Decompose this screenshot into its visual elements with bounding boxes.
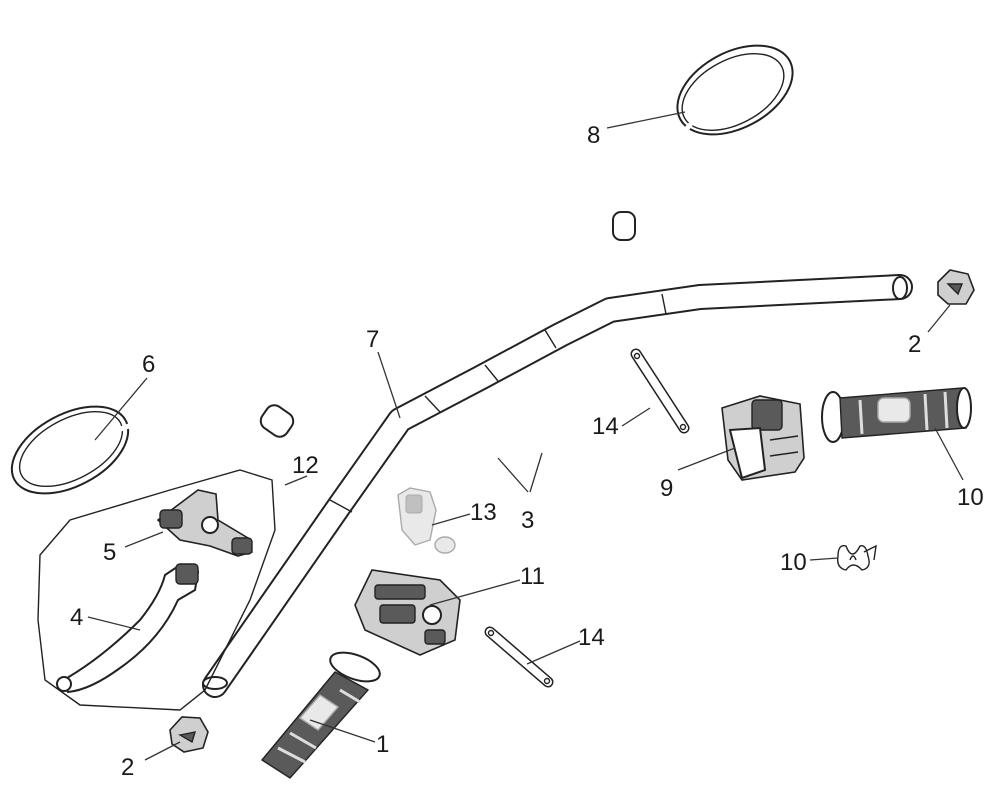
clutch-assembly-part-12 (37, 469, 276, 711)
callout-4: 4 (70, 604, 83, 631)
link-part-14-lower (484, 626, 554, 688)
callout-2-right: 2 (908, 331, 921, 358)
callout-9: 9 (660, 475, 673, 502)
callout-7: 7 (366, 326, 379, 353)
callout-2-left: 2 (121, 754, 134, 781)
leader-lines (87, 111, 964, 761)
right-mirror-part-8 (612, 44, 794, 241)
handlebar-part-7 (202, 274, 913, 698)
callout-5: 5 (103, 539, 116, 566)
callout-8: 8 (587, 122, 600, 149)
lever-part-4 (56, 563, 200, 694)
callout-12: 12 (292, 452, 319, 479)
callout-labels: 1 2 2 3 4 5 6 7 8 9 10 10 11 12 13 14 14 (70, 122, 984, 781)
bar-end-weight-part-2-left (169, 716, 209, 753)
callout-13: 13 (470, 499, 497, 526)
right-grip-part-10 (821, 387, 972, 443)
right-switch-housing-part-9 (721, 395, 805, 481)
callout-14-upper: 14 (592, 413, 619, 440)
left-grip-part-1 (260, 651, 381, 779)
callout-6: 6 (142, 351, 155, 378)
callout-1: 1 (376, 731, 389, 758)
switch-part-13 (397, 487, 456, 554)
callout-14-lower: 14 (578, 624, 605, 651)
callout-11: 11 (520, 563, 545, 590)
screws-part-3 (496, 425, 558, 457)
bar-end-weight-part-2-right (937, 269, 975, 305)
callout-10-grip: 10 (957, 484, 984, 511)
callout-3: 3 (521, 507, 534, 534)
left-switch-housing-part-11 (354, 569, 461, 656)
callout-10-clip: 10 (780, 549, 807, 576)
link-part-14-upper (630, 348, 690, 434)
left-mirror-part-6 (10, 401, 295, 495)
clip-part-10 (836, 544, 877, 571)
master-cylinder-part-5 (156, 489, 253, 557)
